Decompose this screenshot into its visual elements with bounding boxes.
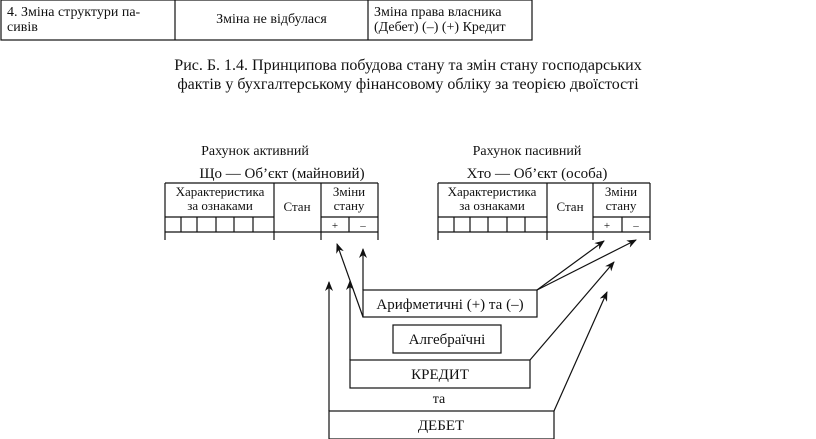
table-cell-item-line2: сивів xyxy=(7,20,38,35)
table-cell-change: Зміна не відбулася xyxy=(216,12,327,27)
arrows xyxy=(325,239,637,412)
active-minus: – xyxy=(359,220,366,232)
active-account-subtitle: Що — Об’єкт (майновий) xyxy=(199,166,364,182)
algebraic-box xyxy=(392,324,502,354)
table-cell-ownership-line2: (Дебет) (–) (+) Кредит xyxy=(374,20,506,35)
debit-label: ДЕБЕТ xyxy=(418,418,464,434)
credit-box xyxy=(349,359,531,389)
passive-col-state: Стан xyxy=(556,199,583,214)
active-account-table xyxy=(164,182,379,240)
debit-box xyxy=(328,410,555,439)
passive-col-changes: Зміни xyxy=(605,184,637,199)
active-col-changes: Зміни xyxy=(333,184,365,199)
passive-account-table xyxy=(437,182,651,240)
active-col-state: Стан xyxy=(283,199,310,214)
algebraic-label: Алгебраїчні xyxy=(409,332,486,348)
credit-label: КРЕДИТ xyxy=(411,367,469,383)
arithmetic-box xyxy=(362,289,538,318)
table-cell-item-line1: 4. Зміна структури па- xyxy=(7,5,141,20)
passive-col-characteristics-2: за ознаками xyxy=(459,198,525,213)
passive-col-changes-2: стану xyxy=(606,198,637,213)
table-cell-item: 4. Зміна структури па- сивів xyxy=(7,5,169,35)
table-row-border xyxy=(0,0,533,41)
active-account-title: Рахунок активний xyxy=(201,144,309,159)
active-col-changes-2: стану xyxy=(334,198,365,213)
passive-account-subtitle: Хто — Об’єкт (особа) xyxy=(467,166,608,182)
active-col-characteristics-2: за ознаками xyxy=(187,198,253,213)
active-col-characteristics: Характеристика xyxy=(176,184,265,199)
active-plus: + xyxy=(332,220,338,232)
passive-account-title: Рахунок пасивний xyxy=(473,144,582,159)
passive-minus: – xyxy=(632,220,639,232)
and-label: та xyxy=(433,392,446,407)
passive-col-characteristics: Характеристика xyxy=(448,184,537,199)
figure-caption-line1: Рис. Б. 1.4. Принципова побудова стану т… xyxy=(174,57,642,74)
passive-plus: + xyxy=(604,220,610,232)
table-cell-ownership: Зміна права власника (Дебет) (–) (+) Кре… xyxy=(374,5,530,35)
figure-caption-line2: фактів у бухгалтерському фінансовому обл… xyxy=(177,76,639,93)
arithmetic-label: Арифметичні (+) та (–) xyxy=(376,297,523,313)
table-cell-ownership-line1: Зміна права власника xyxy=(374,5,502,20)
